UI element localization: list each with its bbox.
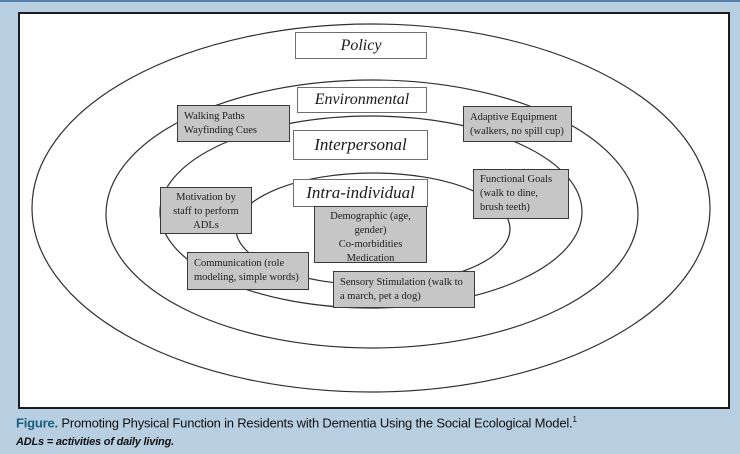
ring-label-interpersonal: Interpersonal bbox=[293, 130, 428, 160]
factor-line: Sensory Stimulation (walk to bbox=[340, 277, 463, 288]
figure-footnote: ADLs = activities of daily living. bbox=[16, 436, 174, 448]
factor-line: Demographic (age, bbox=[330, 211, 411, 222]
factor-line: (walk to dine, bbox=[480, 187, 539, 199]
factor-line: (walkers, no spill cup) bbox=[470, 125, 564, 137]
factor-line: Medication bbox=[346, 252, 395, 264]
factor-box-demographic: Demographic (age, gender) Co-morbidities… bbox=[314, 206, 427, 264]
factor-line: Functional Goals bbox=[480, 174, 553, 185]
ring-label-environmental: Environmental bbox=[297, 87, 427, 113]
factor-line: a march, pet a dog) bbox=[340, 290, 421, 302]
factor-box-communication: Communication (role modeling, simple wor… bbox=[187, 252, 309, 290]
ellipse-environmental bbox=[105, 79, 639, 349]
ellipse-policy bbox=[31, 23, 711, 393]
factor-line: Co-morbidities bbox=[338, 238, 403, 250]
factor-box-sensory-stimulation: Sensory Stimulation (walk to a march, pe… bbox=[333, 271, 475, 308]
factor-line: Adaptive Equipment bbox=[470, 112, 558, 123]
factor-line: gender) bbox=[354, 224, 387, 236]
factor-box-adaptive-equipment: Adaptive Equipment (walkers, no spill cu… bbox=[463, 106, 572, 142]
factor-line: brush teeth) bbox=[480, 201, 530, 213]
factor-box-motivation: Motivation by staff to perform ADLs bbox=[160, 187, 252, 234]
figure-caption-title: Promoting Physical Function in Residents… bbox=[57, 415, 573, 431]
ring-label-intra-individual-text: Intra-individual bbox=[306, 183, 415, 202]
factor-line: Wayfinding Cues bbox=[184, 124, 257, 136]
figure-caption: Figure. Promoting Physical Function in R… bbox=[16, 415, 577, 430]
factor-line: ADLs bbox=[193, 219, 219, 231]
figure-caption-reference: 1 bbox=[572, 415, 577, 424]
ring-label-policy: Policy bbox=[295, 32, 427, 59]
diagram-panel: Policy Environmental Interpersonal Intra… bbox=[18, 12, 730, 409]
factor-box-functional-goals: Functional Goals (walk to dine, brush te… bbox=[473, 169, 569, 219]
factor-line: Walking Paths bbox=[184, 111, 245, 122]
factor-line: modeling, simple words) bbox=[194, 271, 299, 283]
ring-label-policy-text: Policy bbox=[340, 36, 382, 54]
ring-label-interpersonal-text: Interpersonal bbox=[314, 135, 407, 154]
factor-box-walking-paths: Walking Paths Wayfinding Cues bbox=[177, 105, 290, 142]
ring-label-intra-individual: Intra-individual bbox=[293, 179, 428, 207]
factor-line: staff to perform bbox=[173, 205, 239, 217]
factor-line: Motivation by bbox=[176, 192, 236, 203]
factor-line: Communication (role bbox=[194, 258, 285, 269]
ring-label-environmental-text: Environmental bbox=[314, 91, 410, 108]
figure-caption-label: Figure. bbox=[16, 415, 58, 431]
